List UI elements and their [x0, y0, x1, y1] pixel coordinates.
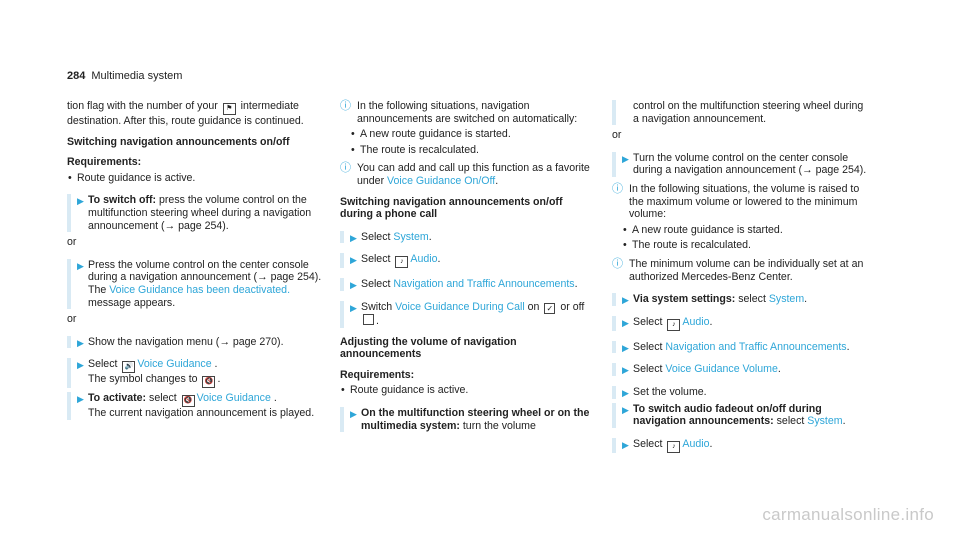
- step-turn-volume: ▶ On the multifunction steering wheel or…: [340, 406, 595, 433]
- or-text: or: [67, 236, 77, 249]
- navigation-traffic-announcements-link[interactable]: Navigation and Traffic Announcements: [393, 278, 575, 291]
- arrow-right-icon: ▶: [350, 232, 357, 243]
- arrow-right-icon: ▶: [77, 260, 84, 271]
- heading-adjust-volume: Adjusting the volume of navigation annou…: [340, 335, 517, 361]
- step-select-voice-guidance: ▶ Select 🔊Voice Guidance . The symbol ch…: [67, 358, 322, 389]
- voice-guidance-link[interactable]: Voice Guidance: [137, 358, 212, 371]
- voice-guidance-link[interactable]: Voice Guidance: [196, 392, 271, 405]
- flag-icon: ⚑: [222, 103, 236, 115]
- audio-link[interactable]: Audio: [682, 437, 710, 450]
- checkbox-checked-icon: ✓: [544, 302, 556, 314]
- speaker-muted-icon: 🔇: [181, 395, 195, 408]
- page-number: 284: [67, 70, 86, 82]
- voice-guidance-on-off-link[interactable]: Voice Guidance On/Off: [387, 174, 496, 187]
- arrow-right-icon: ▶: [622, 317, 629, 328]
- step-select-audio: ▶ Select ♪Audio.: [340, 253, 595, 269]
- info-icon: ⓘ: [340, 100, 351, 112]
- arrow-right-icon: ▶: [350, 255, 357, 266]
- requirements-label: Requirements:: [67, 156, 142, 169]
- section-title: Multimedia system: [91, 70, 183, 82]
- arrow-right-icon: ▶: [350, 302, 357, 313]
- arrow-right-icon: ▶: [350, 408, 357, 419]
- voice-guidance-volume-link[interactable]: Voice Guidance Volume: [665, 363, 778, 376]
- arrow-right-icon: ▶: [350, 280, 357, 291]
- heading-announcements: Switching navigation announcements on/of…: [67, 135, 290, 148]
- step-switch-during-call: ▶ Switch Voice Guidance During Call on ✓…: [340, 300, 595, 328]
- voice-guidance-deactivated-message: Voice Guidance has been deactivated.: [109, 283, 291, 296]
- list-item: A new route guidance is started.: [622, 224, 867, 237]
- system-link[interactable]: System: [768, 293, 805, 306]
- list-item: The route is recalculated.: [622, 239, 867, 252]
- arrow-right-icon: ▶: [622, 439, 629, 450]
- info-icon: ⓘ: [340, 162, 351, 175]
- watermark: carmanualsonline.info: [762, 505, 934, 524]
- arrow-right-icon: ▶: [77, 360, 84, 371]
- heading-phone-call: Switching navigation announcements on/of…: [340, 195, 563, 221]
- column-2: ⓘ In the following situations, navigatio…: [340, 100, 595, 436]
- or-text: or: [67, 313, 77, 326]
- system-link[interactable]: System: [393, 230, 429, 243]
- column-3: control on the multifunction steering wh…: [612, 100, 867, 457]
- arrow-right-icon: ▶: [622, 295, 629, 306]
- arrow-right-icon: ▶: [622, 387, 629, 398]
- step-audio-fadeout: ▶ To switch audio fadeout on/off during …: [612, 402, 867, 428]
- step-select-nav-announcements: ▶ Select Navigation and Traffic Announce…: [612, 340, 867, 354]
- step-select-nav-announcements: ▶ Select Navigation and Traffic Announce…: [340, 278, 595, 291]
- voice-guidance-during-call-link[interactable]: Voice Guidance During Call: [395, 300, 525, 313]
- audio-icon: ♪: [667, 318, 681, 331]
- or-text: or: [612, 129, 622, 142]
- speaker-icon: 🔊: [122, 361, 136, 374]
- step-center-console-volume: ▶ Turn the volume control on the center …: [612, 151, 867, 177]
- list-item: A new route guidance is started.: [350, 128, 595, 141]
- step-system-settings: ▶ Via system settings: select System.: [612, 293, 867, 306]
- arrow-right-icon: ▶: [77, 337, 84, 348]
- audio-link[interactable]: Audio: [410, 253, 438, 266]
- step-select-audio: ▶ Select ♪Audio.: [612, 437, 867, 453]
- audio-icon: ♪: [395, 256, 409, 269]
- step-select-system: ▶ Select System.: [340, 230, 595, 244]
- step-show-menu: ▶ Show the navigation menu (→ page 270).: [67, 335, 322, 349]
- arrow-right-icon: ▶: [622, 404, 629, 415]
- step-activate: ▶ To activate: select 🔇Voice Guidance . …: [67, 392, 322, 420]
- info-icon: ⓘ: [612, 257, 623, 270]
- step-switch-off: ▶ To switch off: press the volume contro…: [67, 194, 322, 233]
- arrow-right-icon: ▶: [622, 342, 629, 353]
- arrow-right-icon: ▶: [77, 196, 84, 207]
- speaker-muted-icon: 🔇: [202, 376, 216, 389]
- step-select-voice-volume: ▶ Select Voice Guidance Volume.: [612, 363, 867, 376]
- arrow-right-icon: ▶: [622, 153, 629, 164]
- info-icon: ⓘ: [612, 182, 623, 195]
- checkbox-empty-icon: [363, 313, 374, 325]
- arrow-right-icon: ▶: [622, 365, 629, 376]
- info-note: ⓘ In the following situations, navigatio…: [340, 100, 578, 125]
- navigation-traffic-announcements-link[interactable]: Navigation and Traffic Announcements: [665, 340, 847, 353]
- page-header: 284 Multimedia system: [67, 70, 182, 82]
- system-link[interactable]: System: [807, 415, 843, 428]
- audio-icon: ♪: [667, 440, 681, 453]
- requirement-item: Route guidance is active.: [340, 384, 595, 397]
- arrow-right-icon: ▶: [77, 394, 84, 405]
- list-item: The route is recalculated.: [350, 144, 595, 157]
- step-continued: control on the multifunction steering wh…: [612, 100, 867, 126]
- step-set-volume: ▶ Set the volume.: [612, 385, 867, 399]
- info-note: ⓘ You can add and call up this function …: [340, 162, 590, 187]
- step-center-console: ▶ Press the volume control on the center…: [67, 258, 322, 310]
- intro-text: tion flag with the number of your ⚑ inte…: [67, 100, 304, 127]
- audio-link[interactable]: Audio: [682, 315, 710, 328]
- step-select-audio: ▶ Select ♪Audio.: [612, 315, 867, 331]
- requirements-label: Requirements:: [340, 368, 415, 381]
- info-note: ⓘ In the following situations, the volum…: [612, 182, 860, 221]
- column-1: tion flag with the number of your ⚑ inte…: [67, 100, 322, 424]
- requirement-item: Route guidance is active.: [67, 172, 322, 185]
- info-note: ⓘ The minimum volume can be individually…: [612, 257, 864, 283]
